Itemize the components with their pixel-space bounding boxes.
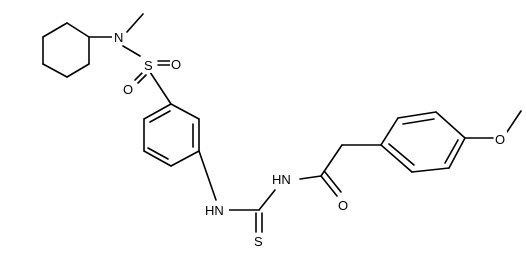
atom-label-n-amine: N xyxy=(114,30,123,45)
atom-label-s-thio: S xyxy=(254,234,263,249)
atom-label-s-sulfonyl: S xyxy=(144,58,153,73)
benzene-ring-1 xyxy=(143,103,200,167)
cyclohexane-ring xyxy=(42,22,90,78)
atom-labels: N S O O HN HN S O O xyxy=(112,29,507,249)
atom-label-o-methoxy: O xyxy=(495,132,505,147)
atom-label-nh-aryl: HN xyxy=(205,203,224,218)
acyl-bonds xyxy=(299,144,382,197)
atom-label-o-sulfonyl-2: O xyxy=(123,82,133,97)
atom-label-nh-acyl: HN xyxy=(272,172,291,187)
atom-label-o-carbonyl: O xyxy=(338,198,348,213)
thiourea-bonds xyxy=(198,150,276,233)
methoxy-bonds xyxy=(464,110,522,139)
benzene-ring-2 xyxy=(380,111,466,173)
sulfonyl-bonds xyxy=(134,60,172,105)
n-methyl-amine-bonds xyxy=(88,13,144,57)
atom-label-o-sulfonyl-1: O xyxy=(171,57,181,72)
